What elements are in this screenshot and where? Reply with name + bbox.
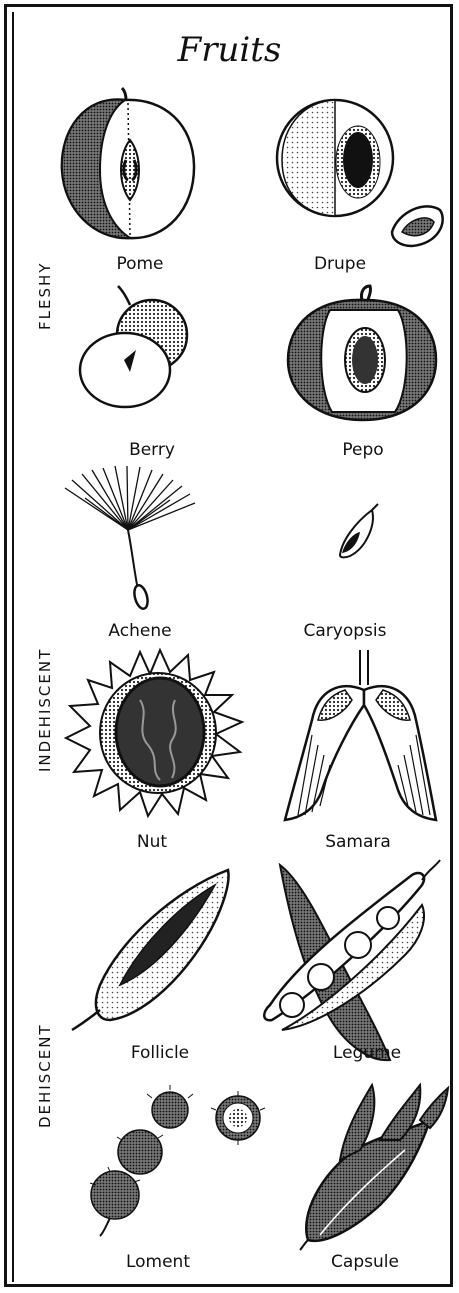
category-label-indehiscent: INDEHISCENT xyxy=(36,648,54,772)
label-drupe: Drupe xyxy=(260,254,420,274)
label-pome: Pome xyxy=(60,254,220,274)
label-nut: Nut xyxy=(72,832,232,852)
label-follicle: Follicle xyxy=(80,1043,240,1063)
label-capsule: Capsule xyxy=(285,1252,445,1272)
capsule-illustration xyxy=(300,1085,448,1250)
label-berry: Berry xyxy=(72,440,232,460)
category-label-fleshy: FLESHY xyxy=(36,262,54,330)
label-loment: Loment xyxy=(78,1252,238,1272)
caryopsis-illustration xyxy=(340,504,378,557)
pepo-illustration xyxy=(288,286,436,420)
follicle-illustration xyxy=(72,870,229,1030)
samara-illustration xyxy=(285,650,436,820)
label-caryopsis: Caryopsis xyxy=(265,621,425,641)
achene-illustration xyxy=(65,466,195,610)
category-label-dehiscent: DEHISCENT xyxy=(36,1023,54,1128)
label-pepo: Pepo xyxy=(283,440,443,460)
legume-illustration xyxy=(264,860,440,1060)
label-achene: Achene xyxy=(60,621,220,641)
label-legume: Legume xyxy=(287,1043,447,1063)
pome-illustration xyxy=(62,88,194,238)
loment-illustration xyxy=(90,1085,265,1236)
nut-illustration xyxy=(66,650,242,816)
drupe-illustration xyxy=(277,100,443,246)
berry-illustration xyxy=(80,286,187,407)
label-samara: Samara xyxy=(278,832,438,852)
